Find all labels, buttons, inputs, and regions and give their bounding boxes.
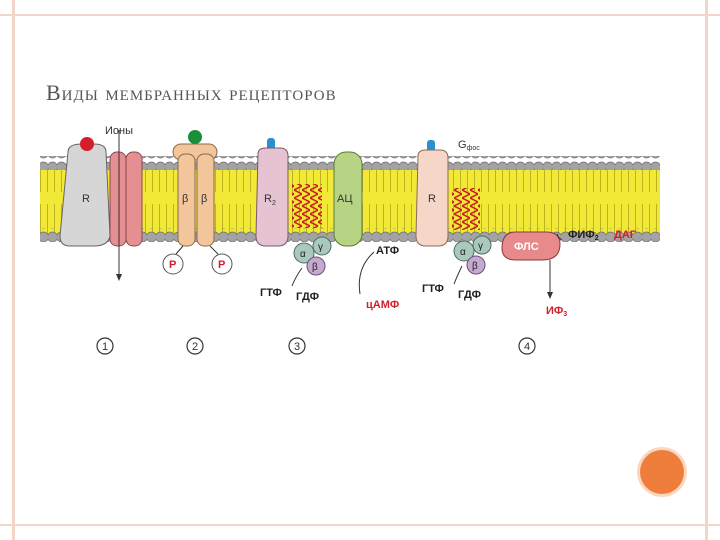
phospholipase-c-label: ФЛС	[514, 241, 539, 253]
g-beta-4-label: β	[472, 261, 478, 272]
g-alpha-3	[293, 242, 315, 264]
transmembrane-zigzag-4	[452, 188, 480, 230]
number-4-circle	[518, 337, 536, 355]
g-alpha-4-label: α	[460, 247, 466, 258]
gtp-arrow-4	[453, 265, 463, 285]
number-1-circle	[96, 337, 114, 355]
atp-arrow	[358, 251, 375, 295]
g-alpha-4	[453, 240, 475, 262]
gtp-label-3: ГТФ	[260, 287, 282, 299]
phosphate-1-label: P	[169, 259, 176, 271]
g-beta-4	[466, 255, 486, 275]
ip3-label: ИФ3	[546, 305, 567, 318]
p2-connector	[209, 245, 219, 255]
number-2-circle	[186, 337, 204, 355]
pip2-arrow	[557, 233, 563, 241]
receptor-r2-label: R2	[264, 193, 276, 207]
ion-channel-right	[125, 151, 143, 247]
receptor-1-group: R Ионы	[59, 125, 143, 281]
beta-label-right: β	[201, 193, 207, 205]
number-4: 4	[524, 341, 530, 353]
slide-title: Виды мембранных рецепторов	[46, 80, 337, 105]
adenylate-cyclase-label: АЦ	[337, 193, 352, 205]
dag-label: ДАГ	[614, 229, 637, 241]
receptor-r4-label: R	[428, 193, 436, 205]
slide-frame-top	[0, 14, 720, 16]
number-2: 2	[192, 341, 198, 353]
g-gamma-4	[472, 235, 492, 255]
g-gamma-3	[312, 236, 332, 256]
transmembrane-zigzag-3	[292, 184, 322, 228]
g-gamma-4-label: γ	[478, 241, 483, 252]
ip3-arrowhead	[547, 292, 553, 299]
slide-frame-left	[12, 0, 15, 540]
gtp-label-4: ГТФ	[422, 283, 444, 295]
ligand-red	[80, 137, 94, 151]
receptor-3-group: R2 α γ β ГТФ ГДФ АЦ АТФ цАМФ	[255, 138, 399, 311]
receptor-4-group: Gфос R α γ β ГТФ ГДФ ФЛС ФИФ2 ДАГ ИФ3	[415, 139, 637, 318]
p1-connector	[175, 245, 184, 255]
camp-label: цАМФ	[366, 299, 399, 311]
phosphate-1	[162, 253, 184, 275]
gq-label: Gфос	[458, 139, 480, 152]
beta-subunit-right	[196, 153, 215, 247]
slide-frame-bottom	[0, 524, 720, 526]
membrane-receptors-diagram: R Ионы β β P P R2 α γ β ГТФ ГДФ	[40, 125, 660, 355]
gdp-label-4: ГДФ	[458, 289, 481, 301]
ion-flow-arrowhead	[116, 274, 122, 281]
g-gamma-3-label: γ	[318, 242, 323, 253]
number-3: 3	[294, 341, 300, 353]
ligand-green	[188, 130, 202, 144]
slide-frame-right	[705, 0, 708, 540]
receptor-r4	[415, 149, 449, 247]
adenylate-cyclase	[333, 151, 363, 247]
beta-label-left: β	[182, 193, 188, 205]
phospholipase-c	[501, 231, 561, 261]
number-1: 1	[102, 341, 108, 353]
decorative-orange-circle	[640, 450, 684, 494]
atp-label: АТФ	[376, 245, 399, 257]
phosphate-2-label: P	[218, 259, 225, 271]
gdp-label-3: ГДФ	[296, 291, 319, 303]
g-beta-3	[306, 256, 326, 276]
ion-channel-left	[109, 151, 127, 247]
receptor-2-group: β β P P	[162, 130, 233, 275]
phosphate-2	[211, 253, 233, 275]
pip2-label: ФИФ2	[568, 229, 599, 242]
receptor-r1-label: R	[82, 193, 90, 205]
g-alpha-3-label: α	[300, 249, 306, 260]
receptor-r2	[255, 147, 289, 247]
receptor-numbers: 1 2 3 4	[96, 337, 536, 355]
g-beta-3-label: β	[312, 262, 318, 273]
ions-label: Ионы	[105, 125, 133, 137]
beta-subunit-left	[177, 153, 196, 247]
number-3-circle	[288, 337, 306, 355]
gtp-arrow-3	[291, 267, 303, 287]
